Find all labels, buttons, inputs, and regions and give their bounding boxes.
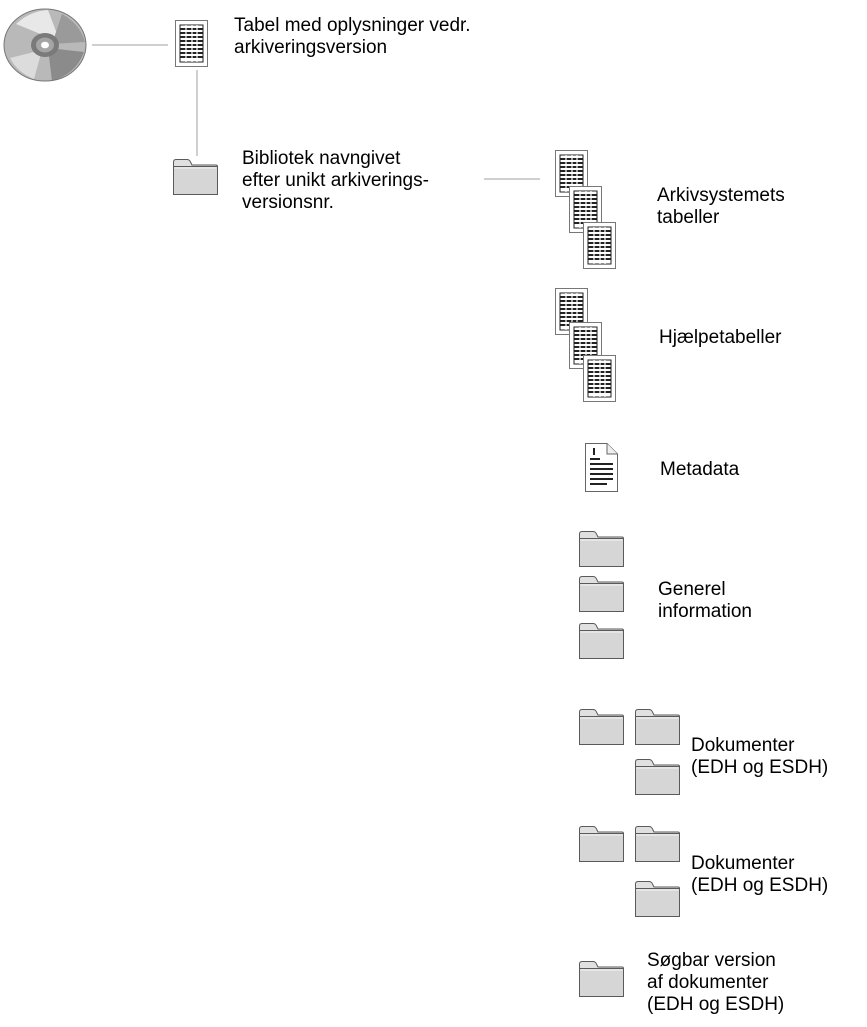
label-soegbar: Søgbar version af dokumenter (EDH og ESD…: [647, 950, 785, 1015]
table-document-icon: [174, 19, 209, 68]
connector-table-folder: [196, 70, 198, 156]
label-dokumenter-2: Dokumenter (EDH og ESDH): [691, 853, 829, 896]
folder-label: Bibliotek navngivet efter unikt arkiveri…: [242, 148, 429, 213]
table-label: Tabel med oplysninger vedr. arkiveringsv…: [234, 15, 471, 58]
label-arkivsystem: Arkivsystemets tabeller: [657, 185, 785, 228]
stacked-table-icon-arkivsystem: [554, 149, 617, 270]
folder-group-icon-1: [579, 709, 680, 795]
connector-folder-tables: [484, 178, 540, 180]
connector-cd-table: [92, 44, 168, 46]
stacked-table-icon-hjaelpe: [554, 287, 617, 403]
folder-stack-icon: [579, 531, 624, 659]
folder-icon-soegbar: [579, 961, 624, 997]
text-document-icon: [585, 443, 618, 492]
label-dokumenter-1: Dokumenter (EDH og ESDH): [691, 735, 829, 778]
cd-disc-icon: [3, 8, 87, 82]
folder-icon: [173, 159, 218, 195]
label-generel: Generel information: [658, 579, 752, 622]
label-hjaelpe: Hjælpetabeller: [659, 327, 782, 348]
label-metadata: Metadata: [660, 459, 740, 480]
folder-group-icon-2: [579, 826, 680, 917]
